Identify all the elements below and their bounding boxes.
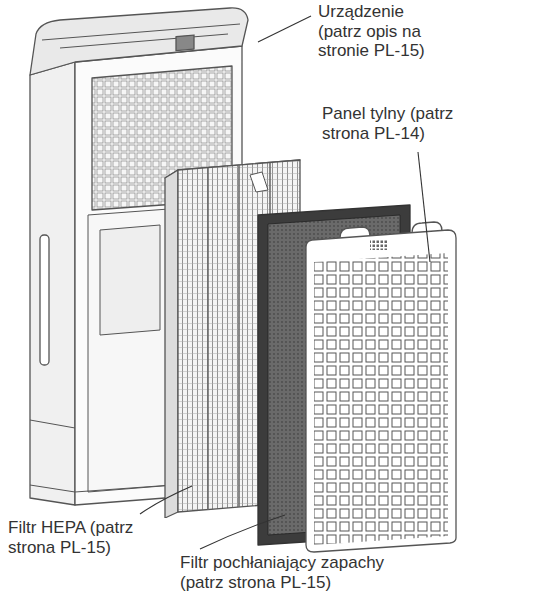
back-panel	[306, 222, 456, 552]
leader-lines	[140, 16, 430, 549]
top-rim	[42, 24, 240, 40]
leader-line	[418, 152, 430, 262]
unit-side	[30, 62, 75, 505]
tank-line	[30, 420, 75, 428]
part-label: Filtr HEPA (patrz strona PL-15)	[6, 518, 176, 557]
hepa-side	[165, 170, 178, 518]
indicator	[176, 35, 194, 51]
leader-line	[200, 515, 285, 549]
unit-top	[30, 8, 248, 75]
part-label: Urządzenie (patrz opis na stronie PL-15)	[316, 2, 445, 61]
panel-vent	[370, 240, 388, 250]
part-label: Panel tylny (patrz strona PL-14)	[320, 104, 492, 143]
part-label: Filtr pochłaniający zapachy (patrz stron…	[178, 553, 404, 592]
inner-slot	[100, 225, 160, 335]
side-handle	[40, 235, 49, 365]
hepa-tab	[250, 172, 268, 192]
panel-outline	[306, 230, 456, 552]
panel-grid	[314, 253, 448, 545]
leader-line	[140, 486, 192, 514]
leader-line	[258, 16, 311, 42]
top-slot	[60, 34, 228, 48]
